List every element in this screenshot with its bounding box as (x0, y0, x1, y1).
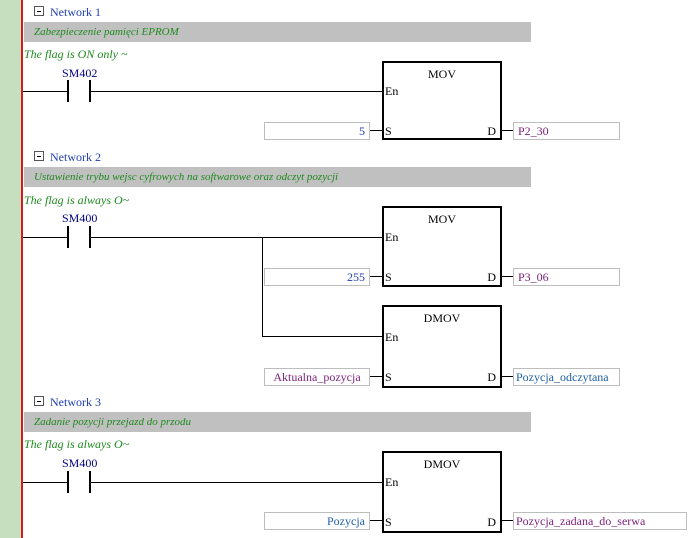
s-pin-label: S (385, 124, 392, 138)
left-power-rail (21, 0, 23, 538)
network-3-dmov-block[interactable]: DMOV En S D (382, 451, 502, 533)
network-1-contact-left-bar[interactable] (67, 80, 69, 102)
network-2-mov-block[interactable]: MOV En S D (382, 206, 502, 287)
network-3-collapse-icon[interactable] (34, 396, 44, 406)
network-3-title[interactable]: Network 3 (50, 395, 101, 409)
network-2-dmov-source-wire (370, 376, 383, 377)
network-1-contact-label[interactable]: SM402 (62, 66, 98, 80)
network-2-dmov-dest-wire (501, 376, 514, 377)
d-pin-label: D (487, 270, 496, 284)
s-pin-label: S (385, 270, 392, 284)
network-1-comment[interactable]: Zabezpieczenie pamięci EPROM (24, 22, 531, 42)
network-3-contact-label[interactable]: SM400 (62, 456, 98, 470)
network-2-dmov-block[interactable]: DMOV En S D (382, 305, 502, 388)
network-2-dmov-dest-operand[interactable]: Pozycja_odczytana (513, 368, 620, 386)
network-2-flag-comment: The flag is always O~ (24, 193, 130, 207)
network-3-rung-wire-to-block (91, 482, 383, 483)
en-pin-label: En (385, 230, 399, 244)
network-3-comment[interactable]: Zadanie pozycji przejazd do przodu (24, 412, 531, 432)
s-pin-label: S (385, 370, 392, 384)
network-2-mov-source-wire (370, 276, 383, 277)
function-name: DMOV (423, 311, 461, 325)
network-2-mov-dest-wire (501, 276, 514, 277)
network-3-dmov-source-operand[interactable]: Pozycja (264, 512, 370, 530)
network-3-contact-right-bar[interactable] (89, 471, 91, 493)
network-3-dmov-dest-wire (501, 520, 514, 521)
function-name: MOV (427, 67, 456, 81)
network-2-contact-label[interactable]: SM400 (62, 211, 98, 225)
network-1-mov-block[interactable]: MOV En S D (382, 61, 502, 140)
network-2-collapse-icon[interactable] (34, 151, 44, 161)
network-1-mov-source-operand[interactable]: 5 (264, 122, 370, 140)
left-gutter (0, 0, 21, 538)
network-3-contact-left-bar[interactable] (67, 471, 69, 493)
function-name: DMOV (423, 457, 461, 471)
network-1-dest-wire (501, 130, 514, 131)
network-1-title[interactable]: Network 1 (50, 5, 101, 19)
s-pin-label: S (385, 515, 392, 529)
network-1-rung-wire (23, 91, 67, 92)
en-pin-label: En (385, 475, 399, 489)
network-2-dmov-source-operand[interactable]: Aktualna_pozycja (264, 368, 370, 386)
network-2-branch-wire-to-dmov (262, 336, 383, 337)
network-1-rung-wire-to-block (91, 91, 383, 92)
network-3-dmov-source-wire (370, 520, 383, 521)
network-2-comment[interactable]: Ustawienie trybu wejsc cyfrowych na soft… (24, 167, 531, 187)
network-2-contact-right-bar[interactable] (89, 226, 91, 248)
en-pin-label: En (385, 330, 399, 344)
d-pin-label: D (487, 124, 496, 138)
network-3-flag-comment: The flag is always O~ (24, 437, 130, 451)
network-2-rung-wire (23, 237, 67, 238)
network-2-title[interactable]: Network 2 (50, 150, 101, 164)
d-pin-label: D (487, 515, 496, 529)
network-1-mov-dest-operand[interactable]: P2_30 (513, 122, 620, 140)
network-1-flag-comment: The flag is ON only ~ (24, 47, 128, 61)
en-pin-label: En (385, 84, 399, 98)
network-3-rung-wire (23, 482, 67, 483)
network-2-mov-source-operand[interactable]: 255 (264, 268, 370, 286)
network-2-branch-vertical-wire (262, 237, 263, 337)
network-2-rung-wire-to-mov (91, 237, 383, 238)
network-1-contact-right-bar[interactable] (89, 80, 91, 102)
network-1-collapse-icon[interactable] (34, 6, 44, 16)
function-name: MOV (427, 212, 456, 226)
network-3-dmov-dest-operand[interactable]: Pozycja_zadana_do_serwa (513, 512, 687, 530)
d-pin-label: D (487, 370, 496, 384)
network-2-contact-left-bar[interactable] (67, 226, 69, 248)
network-1-source-wire (370, 130, 383, 131)
network-2-mov-dest-operand[interactable]: P3_06 (513, 268, 620, 286)
